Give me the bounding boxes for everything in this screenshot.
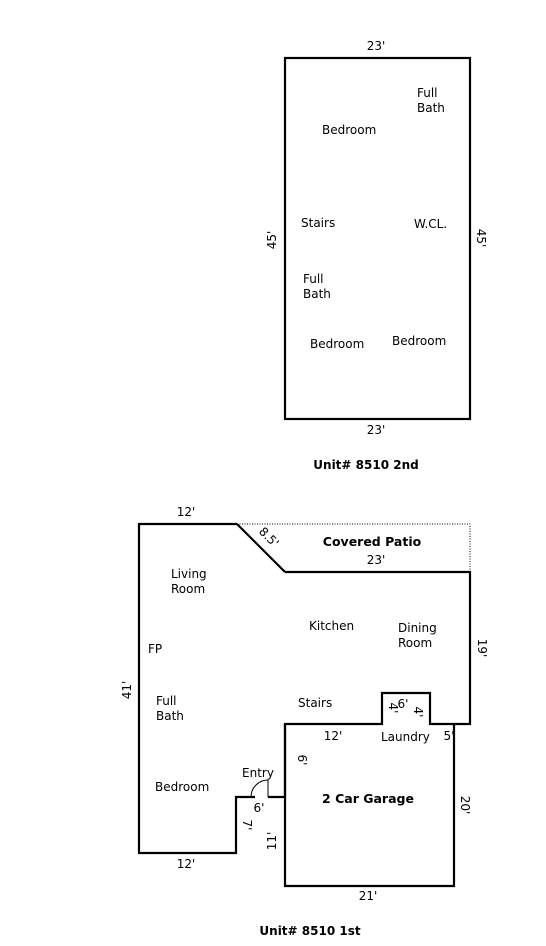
dim-2nd-top: 23' [367, 39, 386, 53]
dim-2nd-right: 45' [474, 229, 488, 248]
dim-1st-entry-notch: 7' [240, 820, 254, 831]
room-label-full-bath-upper: Full [417, 86, 438, 100]
patio-diagonal-wall [236, 523, 286, 573]
room-label-laundry: Laundry [381, 730, 430, 744]
dim-1st-right-upper: 19' [475, 639, 489, 658]
room-label-kitchen: Kitchen [309, 619, 354, 633]
room-label-living-room: Living [171, 567, 207, 581]
first-floor-plan: 12' 8.5' 23' 19' 41' 12' 6' 4' 4' 12' 5'… [120, 505, 489, 938]
dim-1st-garage-right: 20' [458, 796, 472, 815]
dim-1st-left: 41' [120, 681, 134, 700]
entry-door-swing [250, 779, 269, 798]
dim-1st-garage-bottom: 21' [359, 889, 378, 903]
room-label-bedroom-right: Bedroom [392, 334, 446, 348]
room-label-covered-patio: Covered Patio [323, 534, 422, 549]
house-outline [137, 522, 255, 855]
room-label-living-room: Room [171, 582, 205, 596]
room-label-bedroom-left: Bedroom [310, 337, 364, 351]
dim-1st-garage-left-upper: 6' [295, 755, 309, 766]
second-floor-plan: 23' 23' 45' 45' Full Bath Bedroom Stairs… [265, 39, 488, 472]
dim-1st-laundry-a: 6' [398, 697, 409, 711]
room-label-stairs-1st: Stairs [298, 696, 332, 710]
room-label-full-bath-1st: Bath [156, 709, 184, 723]
garage-outline [283, 724, 456, 888]
dim-1st-bottom-left: 12' [177, 857, 196, 871]
dim-2nd-left: 45' [265, 231, 279, 250]
room-label-full-bath-upper: Bath [417, 101, 445, 115]
room-label-wcl: W.CL. [414, 217, 447, 231]
second-floor-outline [283, 56, 472, 421]
second-floor-title: Unit# 8510 2nd [313, 458, 418, 472]
room-label-entry: Entry [242, 766, 274, 780]
first-floor-title: Unit# 8510 1st [259, 924, 360, 938]
dim-1st-garage-step: 5' [444, 729, 455, 743]
dim-1st-top-left: 12' [177, 505, 196, 519]
dim-1st-entry: 6' [254, 801, 265, 815]
room-label-full-bath-lower: Bath [303, 287, 331, 301]
room-label-dining-room: Dining [398, 621, 437, 635]
dim-1st-garage-top: 12' [324, 729, 343, 743]
room-label-dining-room: Room [398, 636, 432, 650]
dim-1st-laundry-c: 4' [411, 707, 425, 718]
room-label-bedroom-1st: Bedroom [155, 780, 209, 794]
dim-2nd-bottom: 23' [367, 423, 386, 437]
room-label-full-bath-lower: Full [303, 272, 324, 286]
room-label-fireplace: FP [148, 642, 162, 656]
room-label-bedroom-top: Bedroom [322, 123, 376, 137]
room-label-stairs-2nd: Stairs [301, 216, 335, 230]
dim-1st-laundry-b: 4' [386, 703, 400, 714]
covered-patio-outline [237, 523, 471, 572]
room-label-full-bath-1st: Full [156, 694, 177, 708]
dim-1st-garage-left-lower: 11' [265, 832, 279, 851]
dim-1st-patio-width: 23' [367, 553, 386, 567]
room-label-garage: 2 Car Garage [322, 791, 414, 806]
